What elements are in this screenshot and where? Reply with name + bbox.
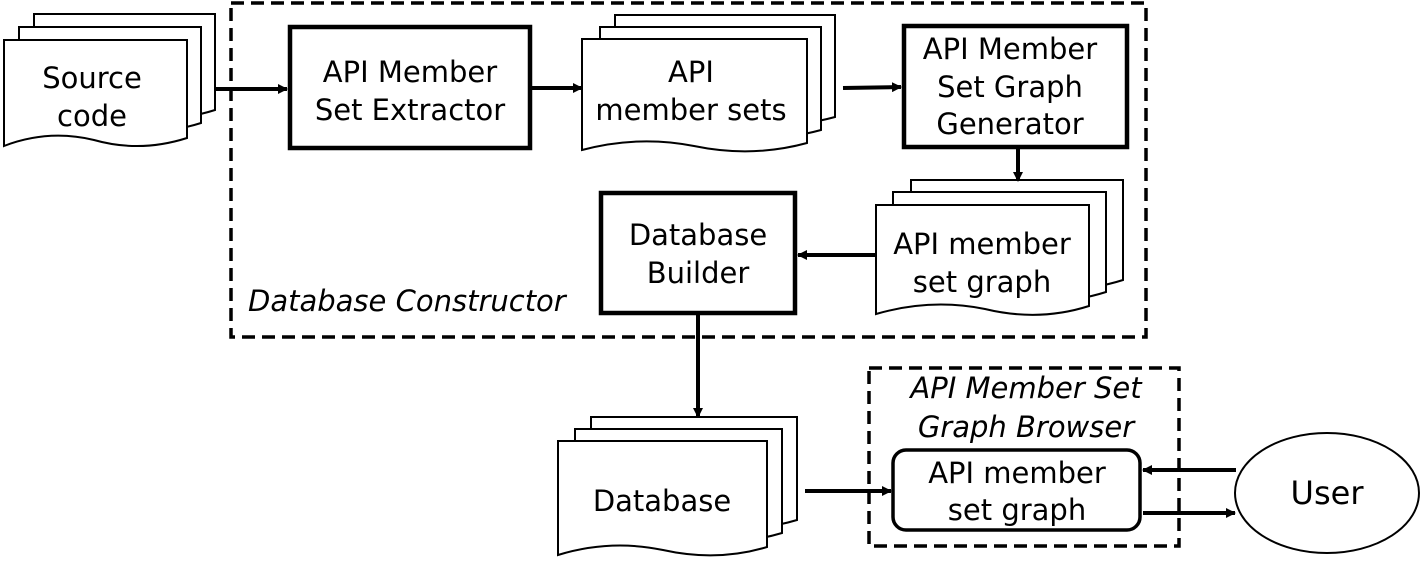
- user-label: User: [1291, 474, 1365, 512]
- database-constructor-boundary: [229, 1, 1148, 339]
- generator-label-3: Generator: [936, 107, 1083, 141]
- browser-graph-label-1: API member: [928, 456, 1106, 490]
- extractor-label-1: API Member: [323, 55, 497, 89]
- source-code-label-1: Source: [42, 61, 142, 95]
- source-code-label-2: code: [57, 99, 127, 133]
- arrow-sets-to-generator: [842, 82, 902, 93]
- database-constructor-label: Database Constructor: [248, 284, 568, 318]
- graph-generator-box: API Member Set Graph Generator: [901, 23, 1130, 150]
- browser-title-1: API Member Set: [908, 371, 1143, 405]
- source-code-document: Source code: [3, 13, 216, 148]
- browser-graph-label-2: set graph: [948, 493, 1086, 527]
- member-sets-label-1: API: [668, 55, 714, 89]
- builder-label-1: Database: [629, 218, 767, 252]
- member-sets-label-2: member sets: [595, 93, 786, 127]
- user-actor: User: [1234, 432, 1420, 554]
- member-set-graph-label-2: set graph: [913, 265, 1051, 299]
- graph-browser-boundary: [867, 366, 1181, 548]
- member-set-graph-label-1: API member: [893, 227, 1071, 261]
- builder-label-2: Builder: [647, 256, 750, 290]
- browser-title-2: Graph Browser: [918, 410, 1136, 444]
- browser-graph-box: API member set graph: [891, 448, 1142, 532]
- database-label: Database: [593, 484, 731, 518]
- member-set-extractor-box: API Member Set Extractor: [287, 24, 533, 151]
- generator-label-2: Set Graph: [937, 70, 1083, 104]
- generator-label-1: API Member: [923, 32, 1097, 66]
- database-builder-box: Database Builder: [598, 190, 798, 316]
- database-document: Database: [557, 416, 798, 557]
- member-set-graph-document: API member set graph: [875, 179, 1124, 316]
- member-sets-document: API member sets: [581, 14, 836, 153]
- extractor-label-2: Set Extractor: [315, 93, 505, 127]
